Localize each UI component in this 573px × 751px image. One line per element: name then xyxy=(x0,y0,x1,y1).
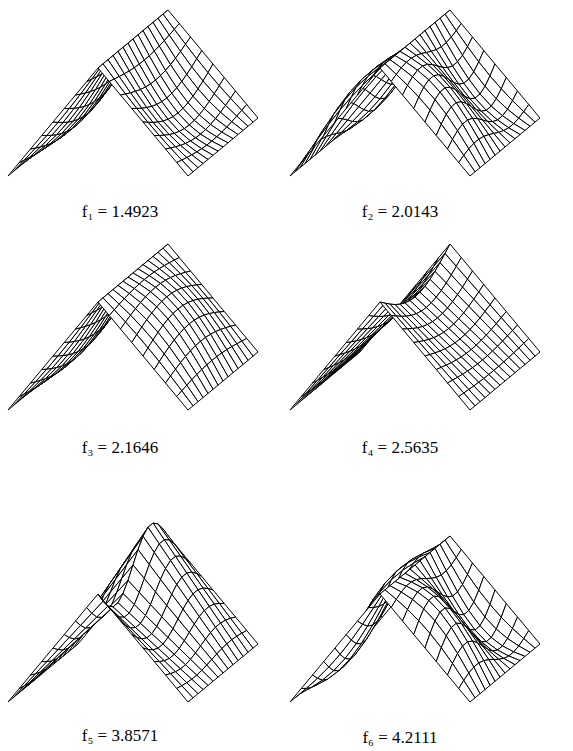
mesh-cell xyxy=(121,94,137,108)
mesh-cell xyxy=(324,110,340,135)
mesh-cell xyxy=(53,108,69,122)
mesh-cell xyxy=(459,155,475,176)
mesh-cell xyxy=(64,94,80,108)
mesh-cell xyxy=(76,313,92,329)
mesh-cell xyxy=(8,394,24,410)
mesh-cell xyxy=(335,342,351,356)
mesh-cell xyxy=(313,367,329,383)
mesh-cell xyxy=(335,97,351,122)
mode-shape-mesh xyxy=(290,10,540,176)
mesh-cell xyxy=(64,328,80,343)
mesh-cell xyxy=(8,160,24,176)
mesh-cell xyxy=(31,662,47,676)
mesh-cell xyxy=(448,380,464,396)
mesh-cell xyxy=(346,621,362,640)
mesh-cell xyxy=(436,367,452,383)
mode-shape-mesh xyxy=(290,536,540,702)
mesh-cell xyxy=(177,391,193,410)
mesh-cell xyxy=(109,79,125,95)
mode-shape-mesh xyxy=(8,244,258,410)
frequency-caption: f₃ = 2.1646 xyxy=(82,438,158,458)
mesh-cell xyxy=(19,148,35,162)
mesh-cell xyxy=(19,674,35,689)
mesh-cell xyxy=(31,135,47,149)
mesh-cell xyxy=(459,393,475,410)
mesh-cell xyxy=(290,688,306,702)
mesh-cell xyxy=(324,355,340,370)
mesh-cell xyxy=(414,342,430,356)
mesh-cell xyxy=(132,108,148,122)
mesh-cell xyxy=(132,635,148,650)
mesh-cell xyxy=(177,686,193,702)
mesh-cell xyxy=(42,122,58,136)
mesh-cell xyxy=(53,342,69,356)
mesh-cell xyxy=(301,380,317,396)
mesh-cell xyxy=(358,316,374,330)
mesh-cell xyxy=(121,621,137,637)
mesh-cell xyxy=(425,355,441,370)
mesh-cell xyxy=(290,393,306,410)
mesh-cell xyxy=(301,139,317,162)
frequency-caption: f₆ = 4.2111 xyxy=(362,728,437,748)
mesh-cell xyxy=(380,302,396,316)
mesh-cell xyxy=(346,85,362,108)
mesh-cell xyxy=(313,124,329,149)
frequency-caption: f₂ = 2.0143 xyxy=(362,202,438,222)
mode-shape-mesh xyxy=(8,523,258,702)
mesh-cell xyxy=(177,160,193,176)
mesh-cell xyxy=(76,79,92,95)
frequency-caption: f₄ = 2.5635 xyxy=(362,438,438,458)
mode-shape-mesh xyxy=(290,244,540,410)
mesh-cell xyxy=(42,648,58,662)
mesh-cell xyxy=(166,148,182,162)
mesh-cell xyxy=(143,648,159,662)
mesh-cell xyxy=(403,329,419,343)
mesh-cell xyxy=(31,369,47,383)
frequency-caption: f₁ = 1.4923 xyxy=(82,202,158,222)
mesh-cell xyxy=(346,329,362,343)
mesh-cell xyxy=(391,316,407,330)
mesh-cell xyxy=(154,135,170,149)
mesh-cell xyxy=(143,122,159,136)
mesh-cell xyxy=(154,662,170,676)
mode-shape-mesh xyxy=(8,10,258,176)
mesh-cell xyxy=(166,674,182,689)
mesh-cell xyxy=(19,382,35,397)
frequency-caption: f₅ = 3.8571 xyxy=(82,726,158,746)
mesh-cell xyxy=(42,356,58,370)
mesh-cell xyxy=(98,64,114,82)
mesh-cell xyxy=(53,635,69,650)
mesh-cell xyxy=(459,680,475,702)
mesh-cell xyxy=(8,686,24,702)
mesh-cell xyxy=(358,607,374,624)
